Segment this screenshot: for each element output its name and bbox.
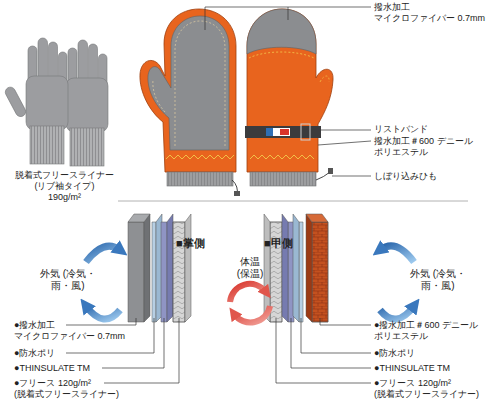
part-label: しぼり込みひも — [374, 171, 484, 182]
layer-label: ●フリース 120g/m² (脱着式フリースライナー) — [14, 378, 132, 400]
air-label: 外気 (冷気・雨・風) — [400, 268, 476, 292]
body-heat-arrow — [230, 284, 270, 323]
back-side-mitten — [245, 9, 333, 186]
back-layer-stack — [264, 214, 328, 322]
layer-label: ●撥水加工＃600 デニール ポリエステル — [374, 320, 490, 342]
part-label: リストバンド — [374, 124, 484, 135]
palm-side-mitten — [140, 9, 240, 196]
divider-line — [118, 201, 468, 202]
outside-air-arrow — [86, 246, 414, 319]
heat-label: 体温 (保温) — [232, 256, 268, 280]
section-heading: ■掌側 — [176, 237, 236, 250]
section-heading: ■甲側 — [264, 237, 324, 250]
liner-label: 脱着式フリースライナー (リブ袖タイプ) 190g/m² — [12, 170, 117, 203]
material-label: 撥水加工＃600 デニール ポリエステル — [374, 136, 480, 158]
layer-label: ●防水ポリ — [14, 348, 132, 359]
layer-label: ●THINSULATE TM — [374, 363, 492, 374]
material-label: 撥水加工 マイクロファイバー 0.7mm — [374, 2, 489, 24]
leader-line — [66, 318, 371, 383]
leader-line — [205, 7, 371, 176]
layer-label: ●防水ポリ — [374, 348, 492, 359]
air-label: 外気 (冷気・雨・風) — [30, 268, 106, 292]
layer-label: ●THINSULATE TM — [14, 363, 132, 374]
layer-label: ●撥水加工 マイクロファイバー 0.7mm — [14, 320, 132, 342]
palm-layer-stack — [128, 214, 191, 322]
layer-label: ●フリース 120g/m² (脱着式フリースライナー) — [374, 378, 492, 400]
fleece-liner-glove — [4, 38, 108, 166]
